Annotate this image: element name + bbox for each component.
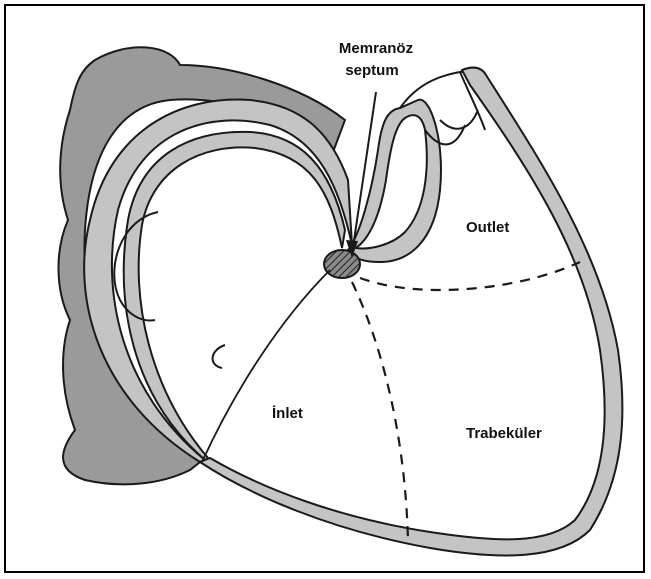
- membranous-septum-label-2: septum: [345, 62, 398, 79]
- outlet-label: Outlet: [466, 219, 509, 236]
- atrium-curve-small: [213, 345, 225, 368]
- membranous-septum-label-1: Memranöz: [339, 40, 413, 57]
- septal-line: [202, 270, 330, 462]
- dashed-outlet-boundary: [360, 262, 580, 290]
- trabecular-label: Trabeküler: [466, 425, 542, 442]
- dashed-inlet-boundary: [352, 282, 408, 540]
- membranous-septum-patch: [324, 250, 360, 278]
- inlet-label: İnlet: [272, 405, 303, 422]
